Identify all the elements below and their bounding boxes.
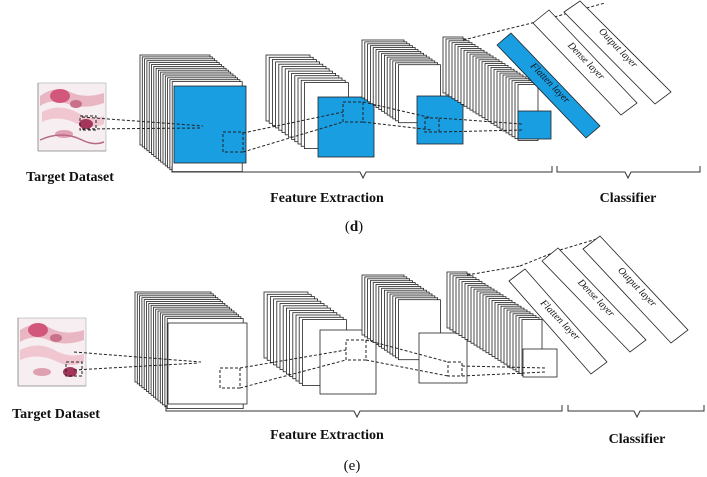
feature-map-d-1 xyxy=(173,85,247,164)
conv-block-4-e xyxy=(446,271,558,378)
feature-map-e-3 xyxy=(418,332,468,384)
panel-label-e: (e) xyxy=(344,458,361,474)
classifier-label-d: Classifier xyxy=(600,191,657,206)
histology-image xyxy=(37,82,107,152)
panel-label-d: (d) xyxy=(345,219,363,235)
input-label-d: Target Dataset xyxy=(26,170,114,185)
feature-map-e-1 xyxy=(167,322,248,405)
input-label-e: Target Dataset xyxy=(12,407,100,422)
conv-block-1-d xyxy=(139,54,247,172)
panel-e: Target Dataset xyxy=(12,235,705,474)
output-layer-e: Output layer xyxy=(582,235,689,344)
panel-d: Target Dataset xyxy=(26,0,701,235)
feature-map-d-4 xyxy=(517,110,552,140)
conv-block-1-e xyxy=(134,291,248,410)
conv-block-4-d xyxy=(442,36,552,141)
feature-brace-d xyxy=(171,166,553,180)
feature-label-d: Feature Extraction xyxy=(270,191,384,206)
histology-image-e xyxy=(17,317,87,387)
classifier-brace-e xyxy=(567,405,705,419)
conv-block-3-d xyxy=(361,39,464,145)
conv-block-3-e xyxy=(361,274,468,384)
classifier-brace-d xyxy=(556,166,701,180)
classifier-label-e: Classifier xyxy=(609,432,666,447)
feature-label-e: Feature Extraction xyxy=(270,428,384,443)
feature-brace-e xyxy=(165,405,563,419)
conv-block-2-d xyxy=(265,54,375,158)
conv-block-2-e xyxy=(263,291,377,395)
feature-map-d-3 xyxy=(416,95,464,145)
